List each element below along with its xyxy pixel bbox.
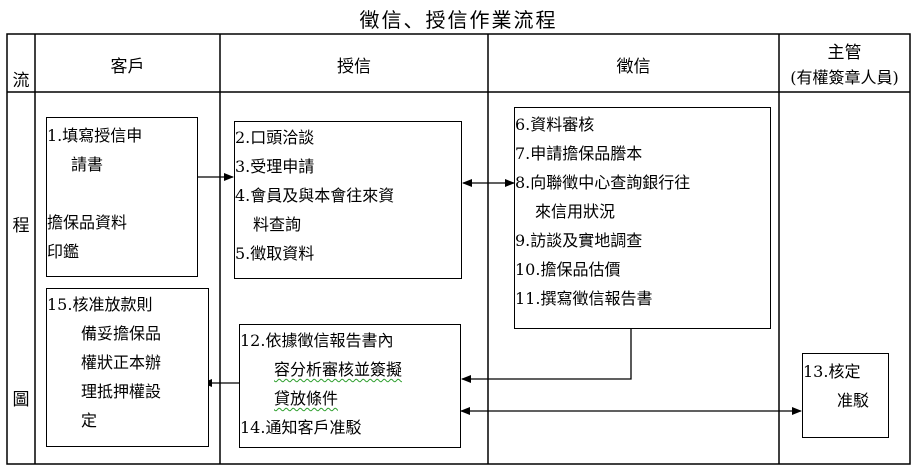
- column-header-supervisor-note: (有權簽章人員): [790, 68, 899, 87]
- step-text: 印鑑: [47, 242, 80, 261]
- step-text-wavy: 容分析審核並簽擬: [274, 360, 403, 379]
- step-text: 14.通知客戶准駁: [240, 418, 362, 437]
- step-box-investigation: 6.資料審核 7.申請擔保品謄本 8.向聯徵中心查詢銀行往 來信用狀況 9.訪談…: [514, 107, 771, 329]
- step-text: 15.核准放款則: [47, 295, 153, 314]
- step-text: 4.會員及與本會往來資: [235, 186, 395, 205]
- table-border: [6, 33, 911, 465]
- step-box-analysis: 12.依據徵信報告書內 容分析審核並簽擬 貸放條件 14.通知客戶准駁: [239, 324, 461, 448]
- step-text: 9.訪談及實地調查: [515, 231, 643, 250]
- step-text: 權狀正本辦: [81, 353, 162, 372]
- step-text: 備妥擔保品: [81, 324, 162, 343]
- step-text: 6.資料審核: [515, 115, 595, 134]
- diagram-title: 徵信、授信作業流程: [359, 8, 558, 32]
- column-header-credit: 授信: [337, 57, 371, 77]
- row-label-char: 流: [12, 71, 30, 91]
- step-box-loan-approval: 15.核准放款則 備妥擔保品 權狀正本辦 理抵押權設 定: [46, 288, 209, 447]
- step-text: 8.向聯徵中心查詢銀行往: [515, 173, 691, 192]
- step-text: [47, 179, 197, 208]
- step-text: 10.擔保品估價: [515, 260, 621, 279]
- step-text: 來信用狀況: [535, 202, 616, 221]
- step-text: 11.撰寫徵信報告書: [515, 289, 653, 308]
- step-text: 貸放條件: [240, 384, 460, 413]
- step-text: 理抵押權設: [81, 382, 162, 401]
- step-text: 料查詢: [253, 215, 302, 234]
- step-text: 擔保品資料: [47, 213, 128, 232]
- arrow-investigation-to-analysis: [461, 329, 632, 383]
- row-label-char: 圖: [12, 390, 30, 410]
- step-text: 3.受理申請: [235, 157, 315, 176]
- step-text: 12.依據徵信報告書內: [240, 331, 394, 350]
- column-header-customer: 客戶: [110, 57, 145, 77]
- step-box-credit: 2.口頭洽談 3.受理申請 4.會員及與本會往來資 料查詢 5.徵取資料: [234, 121, 462, 279]
- step-text: 1.填寫授信申: [47, 126, 143, 145]
- step-text: 7.申請擔保品謄本: [515, 144, 643, 163]
- step-text: 請書: [71, 155, 104, 174]
- step-text: 准駁: [837, 391, 870, 410]
- step-text: 容分析審核並簽擬: [240, 355, 460, 384]
- column-header-supervisor: 主管: [827, 43, 862, 63]
- row-label-char: 程: [12, 216, 30, 236]
- step-box-decision: 13.核定 准駁: [802, 353, 889, 438]
- column-header-investigation: 徵信: [616, 57, 651, 77]
- step-text: 定: [81, 411, 98, 430]
- step-text: 2.口頭洽談: [235, 128, 315, 147]
- step-text: 13.核定: [803, 362, 861, 381]
- step-text-wavy: 貸放條件: [274, 389, 339, 408]
- step-box-apply: 1.填寫授信申 請書 擔保品資料 印鑑: [46, 117, 198, 277]
- step-text: 5.徵取資料: [235, 244, 315, 263]
